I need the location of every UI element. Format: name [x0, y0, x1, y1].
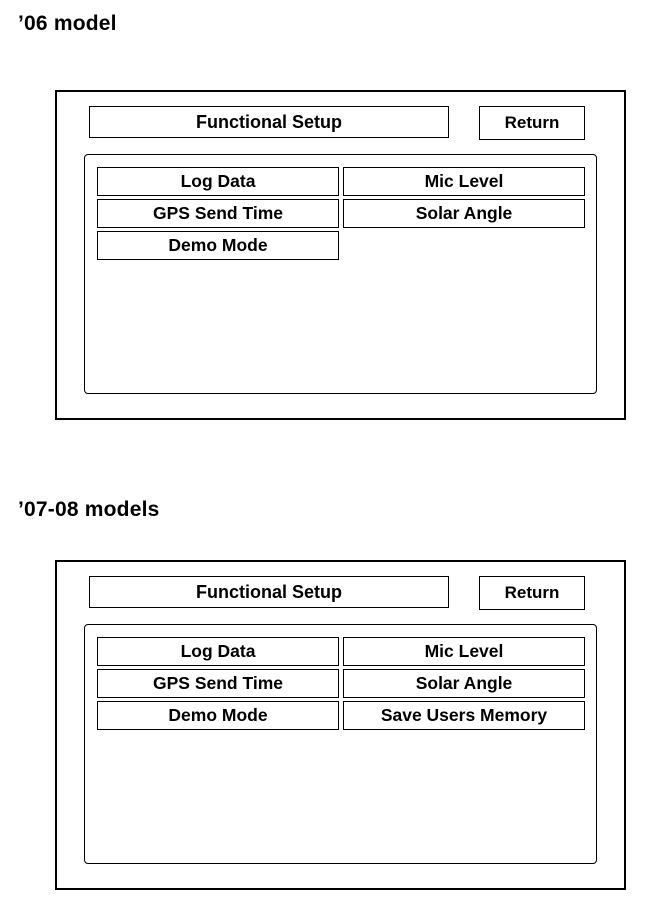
section-heading-06-model: ’06 model: [18, 12, 117, 35]
log-data-button[interactable]: Log Data: [97, 637, 339, 666]
mic-level-button[interactable]: Mic Level: [343, 167, 585, 196]
gps-send-time-button[interactable]: GPS Send Time: [97, 669, 339, 698]
screen-title: Functional Setup: [89, 106, 449, 138]
return-button[interactable]: Return: [479, 576, 585, 610]
section-heading-07-08-models: ’07-08 models: [18, 498, 160, 521]
mic-level-button[interactable]: Mic Level: [343, 637, 585, 666]
menu-panel: Log Data Mic Level GPS Send Time Solar A…: [84, 624, 597, 864]
screen-title: Functional Setup: [89, 576, 449, 608]
solar-angle-button[interactable]: Solar Angle: [343, 669, 585, 698]
log-data-button[interactable]: Log Data: [97, 167, 339, 196]
save-users-memory-button[interactable]: Save Users Memory: [343, 701, 585, 730]
functional-setup-screen-06: Functional Setup Return Log Data Mic Lev…: [55, 90, 626, 420]
gps-send-time-button[interactable]: GPS Send Time: [97, 199, 339, 228]
return-button[interactable]: Return: [479, 106, 585, 140]
demo-mode-button[interactable]: Demo Mode: [97, 701, 339, 730]
solar-angle-button[interactable]: Solar Angle: [343, 199, 585, 228]
menu-grid: Log Data Mic Level GPS Send Time Solar A…: [97, 167, 585, 260]
menu-panel: Log Data Mic Level GPS Send Time Solar A…: [84, 154, 597, 394]
menu-grid: Log Data Mic Level GPS Send Time Solar A…: [97, 637, 585, 730]
functional-setup-screen-07-08: Functional Setup Return Log Data Mic Lev…: [55, 560, 626, 890]
demo-mode-button[interactable]: Demo Mode: [97, 231, 339, 260]
